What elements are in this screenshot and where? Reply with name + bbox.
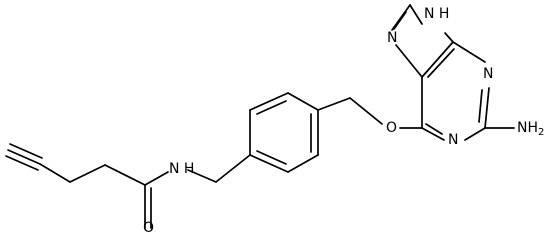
- label-nh-amide: N H: [169, 161, 194, 177]
- benzyloxy-linker: [317, 97, 383, 125]
- bond-ch2-ch2: [69, 164, 106, 183]
- benzene-double-2: [256, 150, 287, 165]
- label-o-ether: O: [386, 120, 397, 136]
- label-nh2-main: NH: [517, 120, 538, 136]
- bond-n3-c2: [484, 87, 490, 129]
- bond-n1-c6-double: [425, 123, 443, 135]
- bond-ch2-c-alkyne: [39, 163, 71, 183]
- bond-c8-n7-double: [393, 11, 407, 30]
- triple-bond-3: [5, 155, 39, 171]
- benzene-bond-5: [287, 154, 319, 173]
- bond-c4-n3: [452, 41, 486, 63]
- benzene-ring: [249, 92, 319, 173]
- bond-ch2-ring: [317, 97, 351, 111]
- bond-n7-c5: [395, 44, 423, 78]
- bond-ch2-nh: [187, 169, 217, 183]
- bond-co-ch2: [104, 164, 146, 186]
- bond-o-ch2: [349, 97, 383, 125]
- bond-ring-ch2: [215, 154, 251, 183]
- label-n1: N: [448, 132, 458, 148]
- bond-n9-c8: [409, 4, 423, 25]
- benzylamine-linker: [144, 154, 251, 186]
- bond-c4-n9: [444, 32, 454, 43]
- atom-labels: N H N N N NH2 O N H O: [143, 6, 544, 236]
- triple-bond-1: [7, 149, 41, 165]
- benzene-bond-1: [287, 92, 319, 111]
- bond-c2-n1: [464, 127, 486, 141]
- bond-n3-c2-double: [478, 89, 483, 123]
- benzene-double-1: [256, 100, 287, 115]
- triple-bond-2: [9, 143, 43, 159]
- pentynoyl-chain: [5, 143, 152, 229]
- label-o-carbonyl: O: [143, 220, 154, 236]
- bond-nh-co: [144, 171, 169, 186]
- bond-c5-c4-double: [427, 48, 455, 78]
- label-n9h: N H: [424, 6, 449, 22]
- label-nh2: NH2: [517, 120, 544, 138]
- purine-ring: [391, 4, 515, 141]
- benzene-bond-4: [249, 154, 289, 173]
- label-nh2-subscript: 2: [538, 127, 544, 138]
- benzene-bond-2: [249, 92, 289, 111]
- bond-n1-c6: [421, 127, 445, 141]
- label-n7: N: [387, 30, 397, 46]
- bond-c5-c4: [421, 41, 454, 78]
- label-n3: N: [483, 66, 493, 82]
- bond-c8-n7: [391, 4, 411, 31]
